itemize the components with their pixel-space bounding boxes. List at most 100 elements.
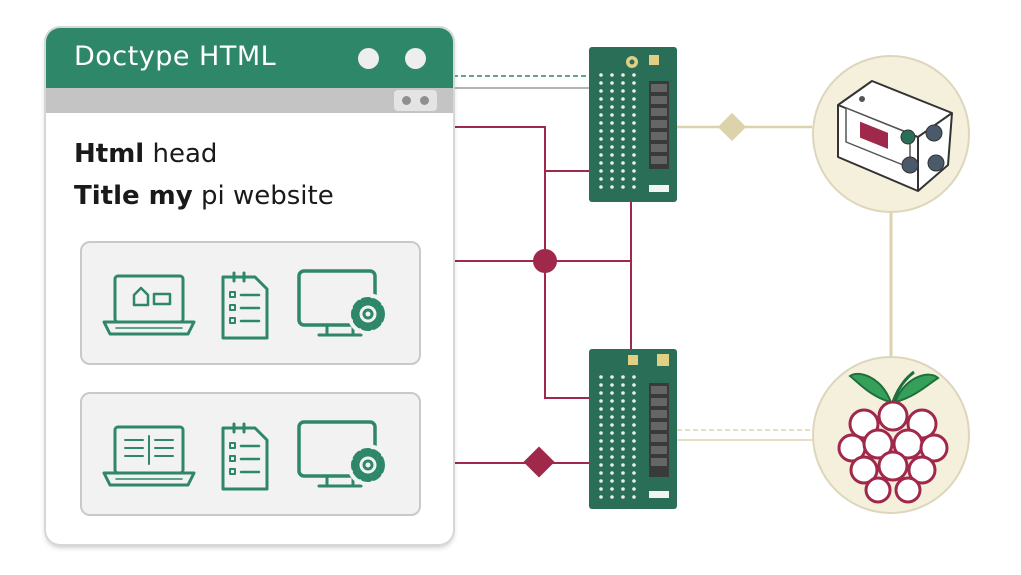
pin-hole (610, 129, 614, 133)
pin-hole (632, 423, 636, 427)
pin-hole (599, 121, 603, 125)
checklist-icon (221, 271, 269, 340)
pin-hole (621, 185, 625, 189)
pin-hole (621, 415, 625, 419)
window-control-dot[interactable] (358, 48, 379, 69)
pin-hole (632, 399, 636, 403)
pin-hole (599, 89, 603, 93)
pin-hole (632, 185, 636, 189)
pin-hole (610, 487, 614, 491)
pin-hole (632, 479, 636, 483)
pin-hole (632, 391, 636, 395)
pin-hole (632, 463, 636, 467)
scroll-buttons[interactable] (394, 90, 437, 111)
pin-hole (632, 73, 636, 77)
pin-hole (632, 169, 636, 173)
pin-hole (610, 439, 614, 443)
pin-hole (599, 97, 603, 101)
pin-hole (621, 447, 625, 451)
pin-hole (610, 121, 614, 125)
pin-hole (632, 383, 636, 387)
beige-diamond (717, 112, 747, 142)
pin-hole (610, 73, 614, 77)
pin-hole (599, 487, 603, 491)
icon-panel (80, 392, 421, 516)
monitor-gear-icon (297, 420, 389, 488)
pin-hole (632, 471, 636, 475)
pin-hole (599, 399, 603, 403)
keyword-html: Html (74, 139, 145, 169)
pin-hole (621, 113, 625, 117)
circuit-board-icon (589, 349, 677, 509)
raspberry-icon (837, 370, 949, 504)
pin-hole (632, 105, 636, 109)
pin-hole (599, 161, 603, 165)
pin-hole (621, 495, 625, 499)
pin-hole (610, 407, 614, 411)
laptop-icon (102, 274, 196, 336)
pin-hole (621, 97, 625, 101)
pin-hole (599, 81, 603, 85)
pin-hole (610, 145, 614, 149)
pin-hole (599, 145, 603, 149)
window-control-dot[interactable] (405, 48, 426, 69)
pin-hole (632, 81, 636, 85)
pin-hole (632, 129, 636, 133)
pin-hole (632, 487, 636, 491)
laptop-icon (102, 425, 196, 487)
pin-hole (632, 113, 636, 117)
pin-hole (610, 185, 614, 189)
pin-hole (610, 375, 614, 379)
server-box-icon (837, 80, 953, 192)
pin-hole (610, 105, 614, 109)
pin-hole (610, 495, 614, 499)
icon-panel (80, 241, 421, 365)
pin-hole (632, 161, 636, 165)
html-window: Doctype HTML Html head Title my pi websi… (46, 28, 453, 544)
pin-hole (632, 415, 636, 419)
pin-hole (632, 121, 636, 125)
pin-hole (599, 479, 603, 483)
pin-hole (599, 129, 603, 133)
pin-hole (621, 407, 625, 411)
junction-diamond (523, 446, 555, 478)
pin-hole (621, 391, 625, 395)
pin-hole (621, 177, 625, 181)
keyword-head: head (144, 139, 218, 169)
pin-hole (599, 439, 603, 443)
pin-hole (621, 73, 625, 77)
pin-hole (599, 113, 603, 117)
pin-hole (632, 145, 636, 149)
checklist-icon (221, 422, 269, 491)
pin-hole (621, 129, 625, 133)
pin-hole (632, 177, 636, 181)
pin-hole (610, 89, 614, 93)
pin-hole (610, 169, 614, 173)
pin-hole (610, 455, 614, 459)
keyword-title: Title my (74, 181, 193, 211)
pin-hole (621, 137, 625, 141)
pin-hole (632, 447, 636, 451)
pin-hole (599, 423, 603, 427)
pin-hole (632, 153, 636, 157)
pin-hole (632, 495, 636, 499)
circuit-board-icon (589, 47, 677, 202)
pin-hole (610, 177, 614, 181)
pin-hole (599, 137, 603, 141)
pin-hole (599, 495, 603, 499)
pin-hole (599, 153, 603, 157)
pin-hole (599, 169, 603, 173)
crimson-wire (544, 171, 589, 399)
pin-hole (599, 391, 603, 395)
pin-hole (610, 447, 614, 451)
pin-hole (621, 153, 625, 157)
pin-hole (621, 383, 625, 387)
horizontal-scrollbar[interactable] (46, 88, 453, 113)
pin-hole (599, 177, 603, 181)
pin-hole (610, 391, 614, 395)
junction-dot (533, 249, 557, 273)
pin-hole (599, 471, 603, 475)
pin-hole (632, 439, 636, 443)
pin-hole (599, 407, 603, 411)
pin-hole (632, 89, 636, 93)
